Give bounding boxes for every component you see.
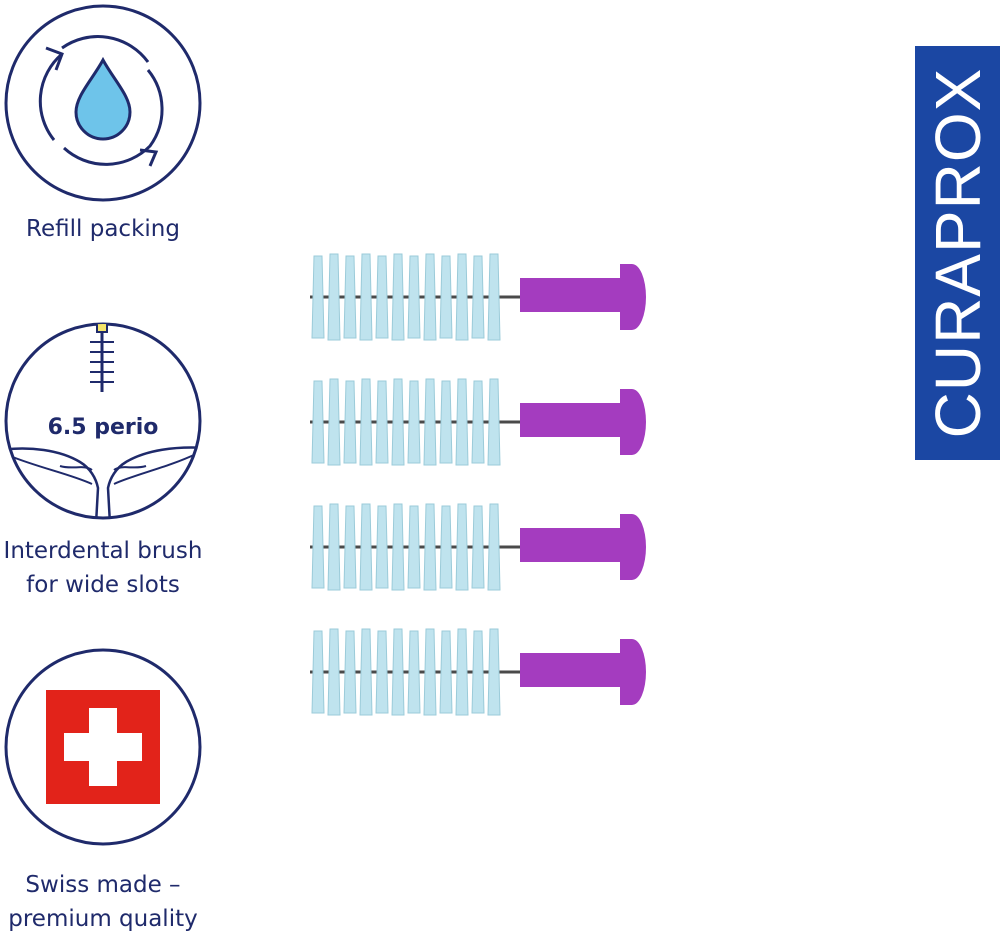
feature-label-line: for wide slots [26, 572, 180, 598]
size-badge: 6.5 perio [48, 415, 159, 440]
feature-label-line: Interdental brush [3, 538, 203, 564]
feature-label: Swiss made – premium quality [0, 868, 206, 936]
feature-label: Interdental brush for wide slots [0, 534, 206, 602]
feature-label: Refill packing [26, 216, 180, 242]
curaprox-logo: CURAPROX [915, 46, 1000, 460]
swiss-flag-icon [4, 648, 202, 846]
feature-label-line: Swiss made – [25, 872, 181, 898]
feature-label-line: premium quality [8, 906, 198, 932]
brush-refill [310, 378, 646, 466]
feature-swiss-made: Swiss made – premium quality [0, 644, 206, 936]
brush-refill [310, 503, 646, 591]
interdental-brush-icon: 6.5 perio [4, 322, 202, 520]
brush-refills [300, 250, 650, 750]
refill-drop-icon [4, 4, 202, 202]
brush-refill [310, 253, 646, 341]
feature-interdental-brush: 6.5 perio Interdental brush for wide slo… [0, 318, 206, 602]
brush-refill [310, 628, 646, 716]
brand-name: CURAPROX [921, 67, 994, 439]
feature-refill-packing: Refill packing [0, 0, 206, 246]
